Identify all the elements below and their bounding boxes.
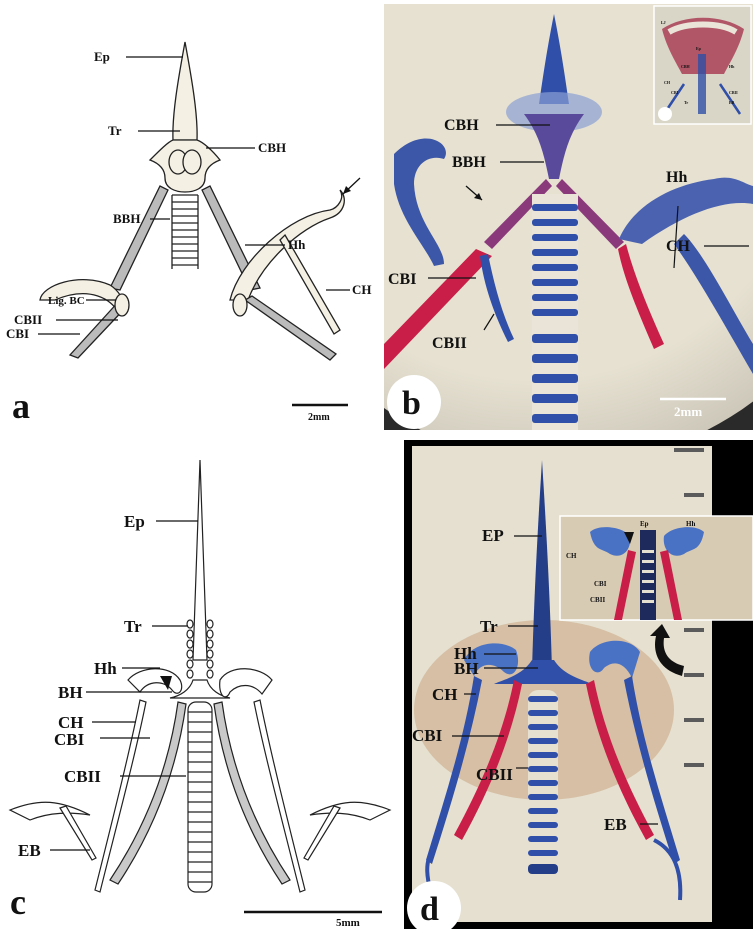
label-cbh: CBH [258, 140, 286, 155]
inset-d-label-ch: CH [566, 552, 577, 560]
label-c-tr: Tr [124, 617, 142, 636]
label-c-eb: EB [18, 841, 41, 860]
scale-label-b: 2mm [674, 404, 702, 419]
label-c-hh: Hh [94, 659, 117, 678]
label-tr: Tr [108, 123, 122, 138]
inset-label-cbh: CBH [681, 64, 691, 69]
label-b-ch: CH [666, 238, 691, 255]
label-b-hh: Hh [666, 169, 687, 186]
panel-letter-a: a [12, 386, 30, 426]
inset-label-lj: LJ [661, 20, 666, 25]
panel-c-drawing [10, 460, 390, 892]
label-d-cbii: CBII [476, 765, 513, 784]
label-c-ep: Ep [124, 512, 145, 531]
label-d-eb: EB [604, 815, 627, 834]
panel-letter-d: d [420, 891, 439, 928]
panel-c: Ep Tr Hh BH CH CBI CBII EB 5mm c [0, 440, 400, 929]
panel-d: Ep Hh CH CBI CBII EP Tr Hh BH CH CBI CBI… [404, 440, 753, 929]
inset-label-cbii: CBII [729, 90, 738, 95]
inset-photo-d: Ep Hh CH CBI CBII [560, 516, 753, 620]
inset-d-label-hh: Hh [686, 520, 695, 528]
panel-letter-c: c [10, 882, 26, 922]
label-cbii: CBII [14, 312, 42, 327]
label-ch: CH [352, 282, 372, 297]
label-b-bbh: BBH [452, 154, 486, 171]
label-bbh: BBH [113, 211, 140, 226]
label-d-ep: EP [482, 526, 504, 545]
inset-label-hh: Hh [729, 64, 735, 69]
label-d-cbi: CBI [412, 726, 443, 745]
inset-label-eb: EB [729, 100, 735, 105]
label-d-tr: Tr [480, 617, 498, 636]
inset-label-ch: CH [664, 80, 671, 85]
label-b-cbh: CBH [444, 117, 479, 134]
label-b-cbii: CBII [432, 335, 467, 352]
panel-a: Ep Tr CBH BBH Hh Lig. BC CBII CBI CH 2mm… [0, 0, 380, 430]
label-c-cbi: CBI [54, 730, 85, 749]
inset-photo-b: LJ Ep CBH Hh CH CBI CBII Tr EB [654, 6, 751, 124]
inset-label-tr: Tr [684, 100, 688, 105]
inset-d-label-cbi: CBI [594, 580, 607, 588]
inset-d-label-ep: Ep [640, 520, 649, 528]
panel-a-drawing [40, 42, 344, 360]
label-b-cbi: CBI [388, 271, 416, 288]
label-c-bh: BH [58, 683, 83, 702]
label-d-bh: BH [454, 659, 479, 678]
label-lig-bc: Lig. BC [48, 295, 85, 307]
inset-label-ep: Ep [696, 46, 702, 51]
inset-label-cbi: CBI [671, 90, 679, 95]
scale-label-c: 5mm [336, 917, 360, 929]
label-ep: Ep [94, 49, 110, 64]
inset-d-label-cbii: CBII [590, 596, 605, 604]
label-hh: Hh [288, 237, 306, 252]
arrow-icon [343, 178, 360, 194]
panel-b: LJ Ep CBH Hh CH CBI CBII Tr EB CBH BBH H… [384, 4, 753, 430]
panel-letter-b: b [402, 385, 421, 422]
label-c-cbii: CBII [64, 767, 101, 786]
label-d-ch: CH [432, 685, 458, 704]
label-cbi: CBI [6, 326, 29, 341]
scale-label: 2mm [308, 412, 330, 423]
